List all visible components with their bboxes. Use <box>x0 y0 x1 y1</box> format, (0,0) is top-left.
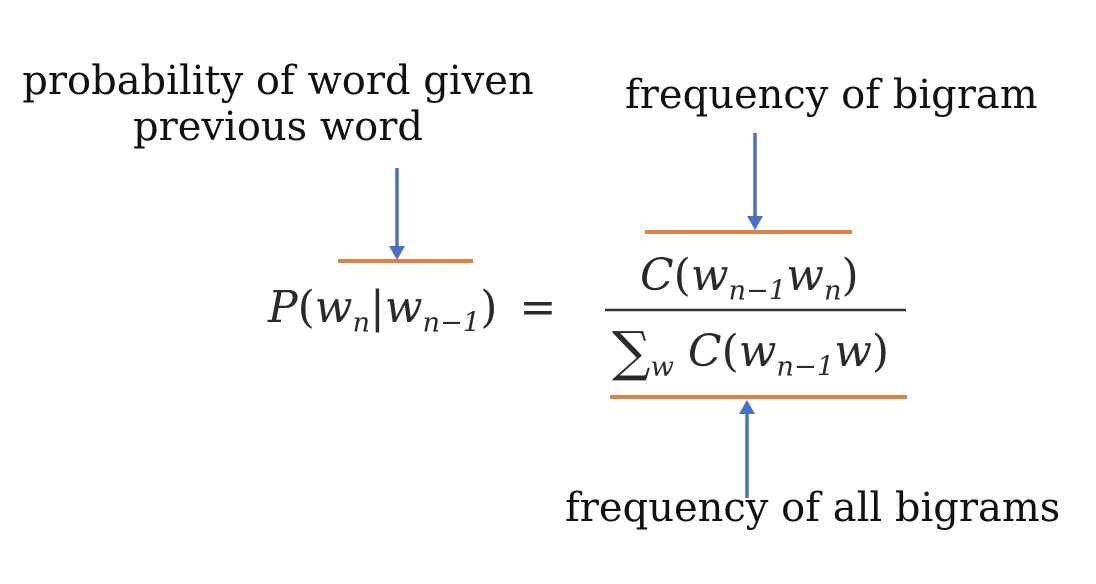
conditional-bar: | <box>370 282 385 333</box>
den-var2: w <box>834 326 872 377</box>
probability-label-line2: previous word <box>133 104 423 150</box>
formula-lhs: P(wn|wn−1) = <box>268 282 556 350</box>
den-sub1: n−1 <box>776 351 835 383</box>
den-var1: w <box>738 326 777 377</box>
arrow-to-lhs <box>389 168 405 260</box>
arrow-to-denominator <box>739 400 755 498</box>
bigram-frequency-label: frequency of bigram <box>625 72 1038 118</box>
equals-sign: = <box>519 282 557 333</box>
den-open-paren: ( <box>721 326 739 377</box>
lhs-open-paren: ( <box>297 282 315 333</box>
probability-label-line1: probability of word given <box>22 58 534 104</box>
lhs-sub: n <box>352 307 371 339</box>
arrow-to-numerator <box>747 133 763 230</box>
num-close-paren: ) <box>841 250 859 301</box>
lhs-close-paren: ) <box>480 282 498 333</box>
num-open-paren: ( <box>673 250 691 301</box>
lhs-function: P <box>268 282 298 333</box>
num-sub2: n <box>823 275 842 307</box>
formula-denominator: ∑w C(wn−1w) <box>612 325 890 394</box>
sum-symbol: ∑ <box>612 320 651 383</box>
num-var2: w <box>786 250 824 301</box>
num-function: C <box>640 250 674 301</box>
formula-numerator: C(wn−1wn) <box>640 250 859 318</box>
lhs-var: w <box>314 282 353 333</box>
sum-sub: w <box>650 351 674 383</box>
probability-label: probability of word given previous word <box>18 58 538 150</box>
cond-sub: n−1 <box>422 307 481 339</box>
all-bigrams-frequency-label: frequency of all bigrams <box>565 485 1061 531</box>
cond-var: w <box>384 282 423 333</box>
den-function: C <box>687 326 722 377</box>
num-var1: w <box>690 250 729 301</box>
num-sub1: n−1 <box>728 275 787 307</box>
den-close-paren: ) <box>871 326 890 377</box>
